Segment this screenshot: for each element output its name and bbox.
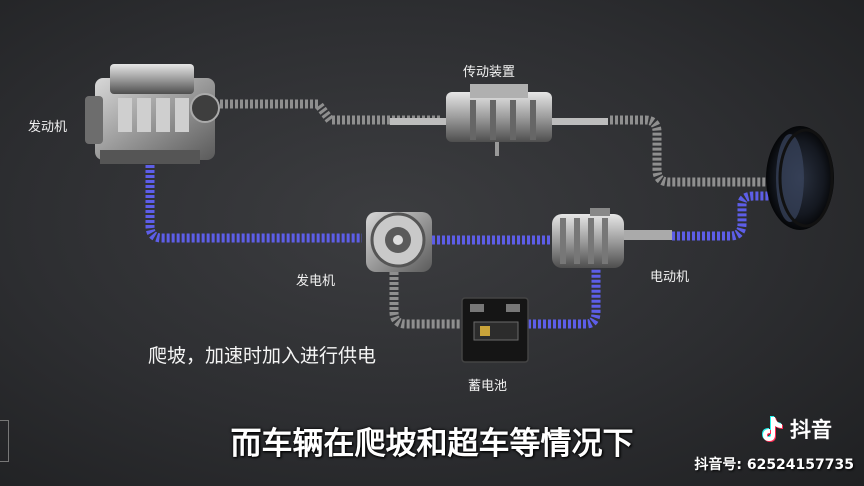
engine-graphic	[85, 64, 220, 164]
motor-label: 电动机	[650, 270, 690, 285]
transmission-to-wheel-link	[610, 115, 772, 187]
douyin-note-icon	[762, 416, 783, 442]
motor-to-wheel-link	[672, 191, 778, 241]
engine-to-generator-link	[145, 160, 362, 243]
wheel-graphic	[766, 126, 834, 230]
engine-label: 发动机	[28, 120, 68, 135]
mechanical-links	[210, 99, 772, 329]
generator-to-battery-link	[389, 272, 462, 329]
douyin-account-id: 抖音号: 62524157735	[694, 457, 854, 473]
video-subtitle: 而车辆在爬坡和超车等情况下	[230, 426, 634, 462]
battery-graphic	[461, 297, 529, 363]
douyin-logo-text: 抖音	[790, 418, 832, 442]
engine-to-transmission-link	[210, 99, 440, 125]
battery-label: 蓄电池	[468, 379, 508, 394]
diagram-caption: 爬坡，加速时加入进行供电	[148, 345, 377, 367]
transmission-graphic	[390, 84, 608, 156]
motor-graphic	[552, 208, 672, 268]
transmission-label: 传动装置	[463, 65, 516, 80]
electric-links	[145, 160, 778, 329]
battery-to-motor-link	[528, 266, 601, 329]
edge-bracket	[0, 420, 9, 462]
generator-label: 发电机	[296, 274, 336, 289]
generator-graphic	[366, 212, 432, 272]
douyin-watermark: 抖音	[760, 414, 832, 444]
